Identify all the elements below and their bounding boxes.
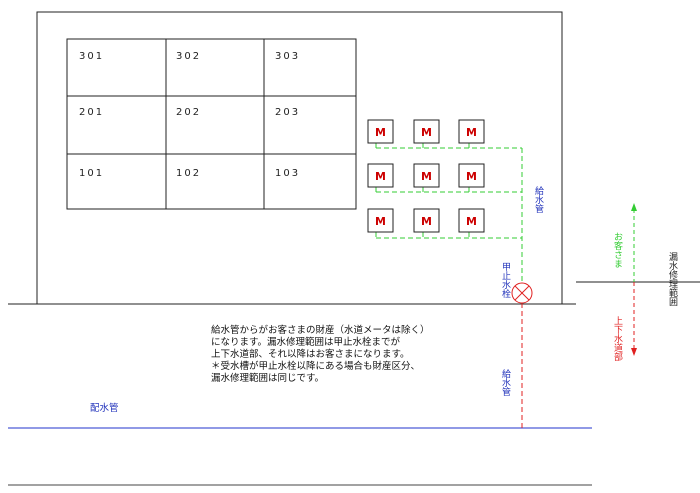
room-303: 303	[275, 51, 300, 62]
customer-label: お客さま	[612, 232, 623, 268]
room-203: 203	[275, 107, 300, 118]
room-103: 103	[275, 168, 300, 179]
supply-pipe-label-upper: 給水管	[533, 185, 544, 213]
room-201: 201	[79, 107, 104, 118]
main-pipe-label: 配水管	[90, 402, 119, 414]
svg-text:M: M	[466, 170, 477, 183]
repair-range-label: 漏水修理範囲	[667, 251, 678, 307]
svg-text:M: M	[421, 170, 432, 183]
meter: M	[413, 163, 440, 188]
svg-text:M: M	[375, 126, 386, 139]
explanatory-note: 給水管からがお客さまの財産（水道メータは除く） になります。漏水修理範囲は甲止水…	[211, 324, 430, 384]
meter: M	[367, 119, 394, 144]
stop-valve-label: 甲止水栓	[500, 262, 511, 299]
meter: M	[458, 208, 485, 233]
up-arrow-icon	[631, 203, 637, 211]
room-102: 102	[176, 168, 201, 179]
customer-piping	[375, 143, 523, 286]
down-arrow-icon	[631, 348, 637, 356]
meter: M	[367, 208, 394, 233]
meter: M	[367, 163, 394, 188]
svg-text:M: M	[421, 215, 432, 228]
stop-valve-icon	[511, 282, 533, 304]
note-line: になります。漏水修理範囲は甲止水栓までが	[211, 336, 401, 348]
water-dept-label: 上下水道部	[612, 316, 623, 362]
svg-text:M: M	[375, 170, 386, 183]
meter: M	[458, 163, 485, 188]
svg-text:M: M	[375, 215, 386, 228]
note-line: 漏水修理範囲は同じです。	[211, 372, 324, 384]
note-line: 給水管からがお客さまの財産（水道メータは除く）	[211, 324, 430, 336]
note-line: ＊受水槽が甲止水栓以降にある場合も財産区分、	[211, 360, 420, 372]
svg-text:M: M	[466, 126, 477, 139]
svg-text:M: M	[421, 126, 432, 139]
note-line: 上下水道部、それ以降はお客さまになります。	[211, 348, 410, 360]
svg-text:M: M	[466, 215, 477, 228]
room-301: 301	[79, 51, 104, 62]
supply-pipe-label-lower: 給水管	[500, 368, 511, 396]
meter: M	[413, 208, 440, 233]
meter: M	[458, 119, 485, 144]
building-outline	[36, 11, 563, 304]
room-202: 202	[176, 107, 201, 118]
room-302: 302	[176, 51, 201, 62]
room-grid	[66, 38, 357, 210]
room-101: 101	[79, 168, 104, 179]
water-meters: M M M M M M M M	[367, 119, 485, 233]
meter: M	[413, 119, 440, 144]
